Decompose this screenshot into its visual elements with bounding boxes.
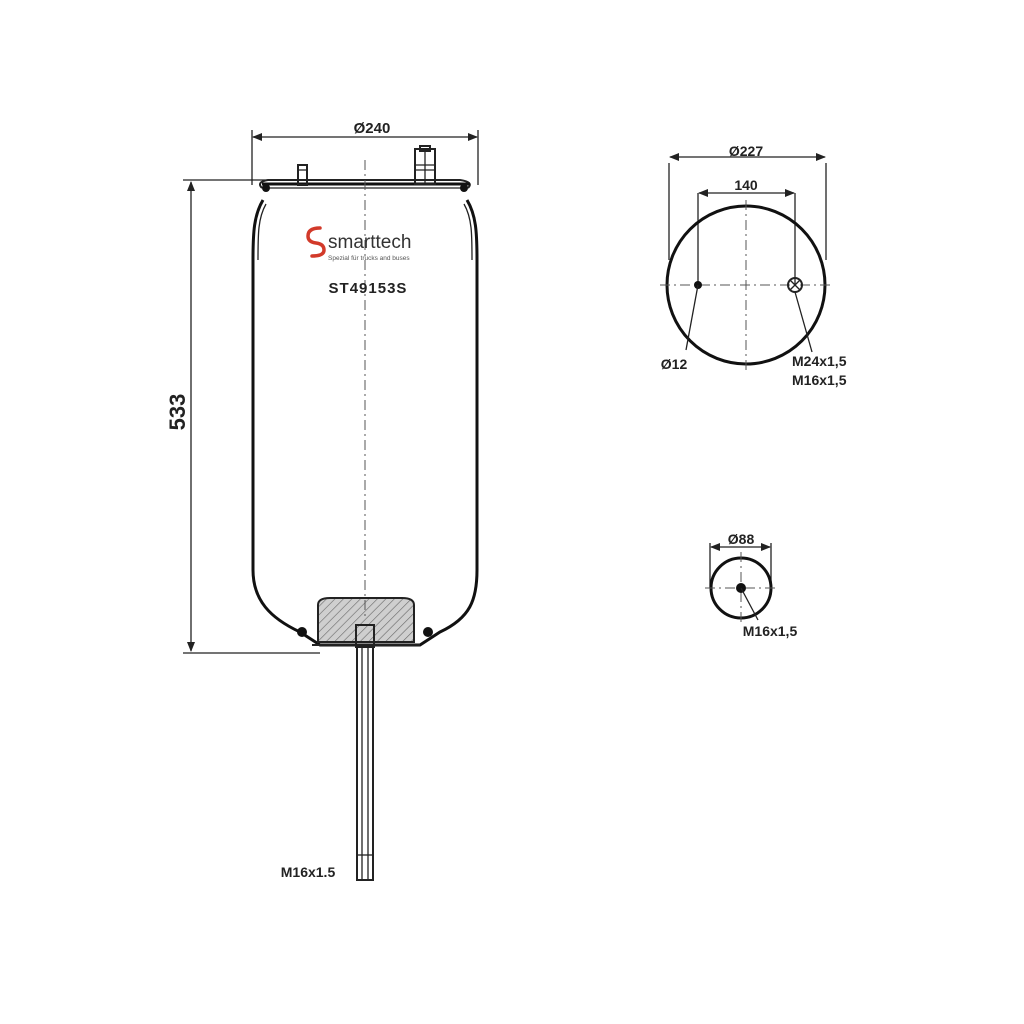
smarttech-logo: smarttech Spezial für trucks and buses	[306, 226, 411, 262]
logo-tagline-text: Spezial für trucks and buses	[328, 255, 410, 262]
pin-label: Ø12	[661, 356, 688, 372]
height-dimension: 533	[165, 179, 320, 654]
bottom-stud	[356, 646, 374, 881]
part-number: ST49153S	[329, 280, 408, 297]
air-port-label: M24x1,5	[792, 353, 847, 369]
guide-pin	[297, 164, 308, 186]
bottom-thread-callout: M16x1,5	[743, 623, 798, 639]
bottom-thread-label: M16x1.5	[281, 864, 336, 880]
logo-brand-text: smarttech	[328, 232, 411, 253]
bottom-plate-view: Ø88 M16x1,5	[705, 531, 797, 639]
bottom-diameter-label: Ø88	[728, 531, 755, 547]
piston	[297, 597, 433, 648]
width-dimension-label: Ø240	[354, 120, 391, 137]
logo-s-icon	[306, 226, 326, 258]
width-dimension: Ø240	[251, 120, 479, 185]
bolt-spacing-label: 140	[734, 177, 758, 193]
stud-label: M16x1,5	[792, 372, 847, 388]
air-fitting	[414, 145, 436, 185]
top-plate-view: Ø227 140 Ø12 M24x1,5 M16x1,5	[660, 143, 847, 388]
height-dimension-label: 533	[165, 394, 190, 431]
outer-diameter-label: Ø227	[729, 143, 763, 159]
air-spring-side-view: Ø240 533	[165, 120, 479, 881]
